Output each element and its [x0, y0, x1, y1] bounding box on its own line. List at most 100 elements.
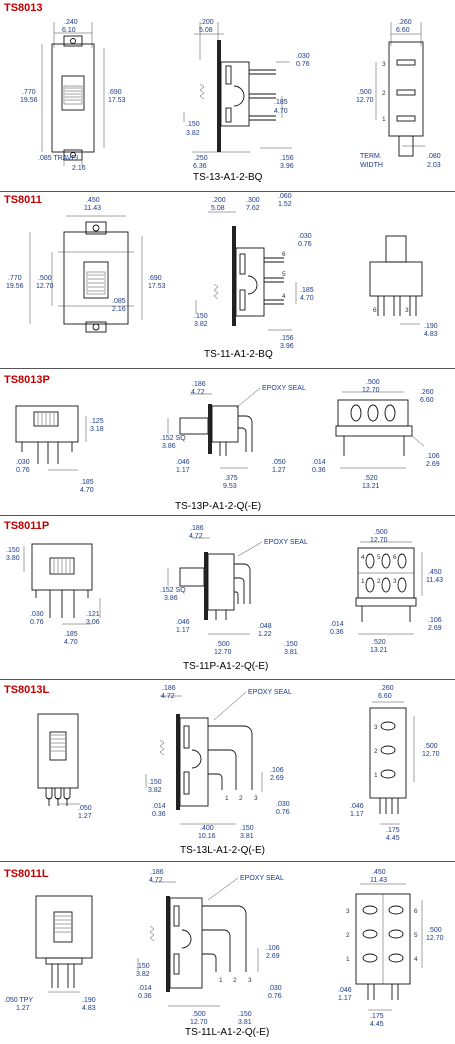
dim: 11.43	[84, 205, 101, 212]
dim: 2.16	[72, 165, 86, 172]
dim: 12.70	[36, 283, 54, 290]
dim: .030	[298, 233, 312, 240]
dim: 6.10	[62, 27, 76, 34]
dim: .200	[200, 19, 214, 26]
dim: TERM.	[360, 153, 382, 160]
dim: 0.76	[30, 619, 44, 626]
dim: 2.69	[270, 775, 284, 782]
dim: .085 TRAVEL	[38, 155, 80, 162]
dim: 3.86	[162, 443, 176, 450]
section-ts8011p: TS8011P .150 3.80 .030 0.76 .121 3.06 .1…	[0, 518, 455, 680]
pin-label: 1	[346, 956, 350, 963]
pin-label: 3	[254, 795, 258, 802]
dim: .400	[200, 825, 214, 832]
section-title: TS8013P	[4, 374, 50, 386]
end-view: .260 6.60 3 2 1 .500 12.70 TERM. WIDTH .…	[356, 19, 441, 169]
diagram-ts8011p: .150 3.80 .030 0.76 .121 3.06 .185 4.70 …	[6, 525, 443, 656]
pin-label: 2	[239, 795, 243, 802]
dim: .150	[238, 1011, 252, 1018]
dim: 1.17	[176, 627, 190, 634]
part-number-caption: TS-13-A1-2-BQ	[193, 172, 263, 183]
dim: 3.82	[194, 321, 208, 328]
dim: 17.53	[108, 97, 126, 104]
part-number-caption: TS-13P-A1-2-Q(-E)	[175, 501, 262, 512]
dim: 12.70	[422, 751, 440, 758]
dim: .185	[274, 99, 288, 106]
dim: 4.45	[370, 1021, 384, 1028]
dim: .085	[112, 298, 126, 305]
end-view: .500 12.70 4 5 6 1 2 3 .450 11.43 .106 2…	[330, 529, 443, 654]
dim: .190	[424, 323, 438, 330]
dim: .150	[186, 121, 200, 128]
section-title: TS8011L	[4, 868, 49, 880]
dim: .050 TPY	[4, 997, 33, 1004]
dim: 4.70	[80, 487, 94, 494]
dim: .240	[64, 19, 78, 26]
dim: .375	[224, 475, 238, 482]
dim: 10.16	[198, 833, 216, 840]
section-ts8011l: TS8011L .050 TPY 1.27 .190 4.83 .186 4.7…	[0, 866, 455, 1044]
pin-label: 4	[282, 293, 286, 300]
pin-label: 3	[405, 307, 409, 314]
epoxy-seal-label: EPOXY SEAL	[248, 689, 292, 696]
front-view: .450 11.43 .770 19.56 .500 12.70 .690 17…	[6, 197, 166, 333]
pin-label: 1	[219, 977, 223, 984]
section-divider	[0, 515, 455, 516]
section-title: TS8011	[4, 194, 42, 206]
dim: .260	[398, 19, 412, 26]
pin-label: 6	[393, 554, 397, 561]
section-divider	[0, 861, 455, 862]
dim: 4.72	[161, 693, 175, 700]
pin-label: 5	[414, 932, 418, 939]
side-view: .200 5.08 .300 7.62 .060 1.52 6 5 4 .030…	[194, 193, 314, 350]
dim: .500	[374, 529, 388, 536]
dim: .150	[6, 547, 20, 554]
dim: 3.96	[280, 343, 294, 350]
dim: 3.86	[164, 595, 178, 602]
dim: 4.72	[149, 877, 163, 884]
dim: .106	[428, 617, 442, 624]
dim: 0.76	[268, 993, 282, 1000]
pin-label: 6	[373, 307, 377, 314]
dim: 1.17	[350, 811, 364, 818]
pin-label: 1	[374, 772, 378, 779]
dim: .014	[152, 803, 166, 810]
dim: .048	[258, 623, 272, 630]
part-number-caption: TS-11P-A1-2-Q(-E)	[183, 661, 269, 672]
dim: 3.81	[240, 833, 254, 840]
part-number-caption: TS-11-A1-2-BQ	[204, 349, 273, 360]
dim: .500	[428, 927, 442, 934]
dim: .156	[280, 155, 294, 162]
diagram-ts8011l: .050 TPY 1.27 .190 4.83 .186 4.72 EPOXY …	[4, 869, 444, 1028]
diagram-ts8013: .240 6.10 .770 19.56 .690 17.53 .085 TRA…	[20, 19, 441, 172]
dim: 0.76	[276, 809, 290, 816]
dim: 2.69	[428, 625, 442, 632]
end-view: .260 6.60 3 2 1 .500 12.70 .046 1.17 .17…	[350, 685, 440, 842]
dim: 1.27	[272, 467, 286, 474]
dim: .152 SQ	[160, 587, 186, 594]
dim: 7.62	[246, 205, 260, 212]
dim: .190	[82, 997, 96, 1004]
side-view: .186 4.72 EPOXY SEAL 1 2 3 .106 2.69 .15…	[145, 685, 292, 840]
pin-label: 5	[377, 554, 381, 561]
epoxy-seal-label: EPOXY SEAL	[264, 539, 308, 546]
dim: .080	[427, 153, 441, 160]
dim: 3.06	[86, 619, 100, 626]
dim: .500	[358, 89, 372, 96]
side-view: .186 4.72 EPOXY SEAL .152 SQ 3.86 .046 1…	[160, 381, 306, 490]
dim: 4.83	[424, 331, 438, 338]
dim: .175	[386, 827, 400, 834]
dim: 11.43	[426, 577, 443, 584]
dim: .200	[212, 197, 226, 204]
section-ts8013: TS8013 .240 6.10 .770 19.56 .690 17.53 .…	[0, 0, 455, 192]
dim: .046	[350, 803, 364, 810]
dim: .030	[16, 459, 30, 466]
dim: .300	[246, 197, 260, 204]
dim: .121	[86, 611, 100, 618]
dim: .150	[148, 779, 162, 786]
dim: 3.82	[186, 130, 200, 137]
dim: .106	[270, 767, 284, 774]
pin-label: 2	[377, 578, 381, 585]
dim: WIDTH	[360, 162, 383, 169]
pin-label: 5	[282, 271, 286, 278]
